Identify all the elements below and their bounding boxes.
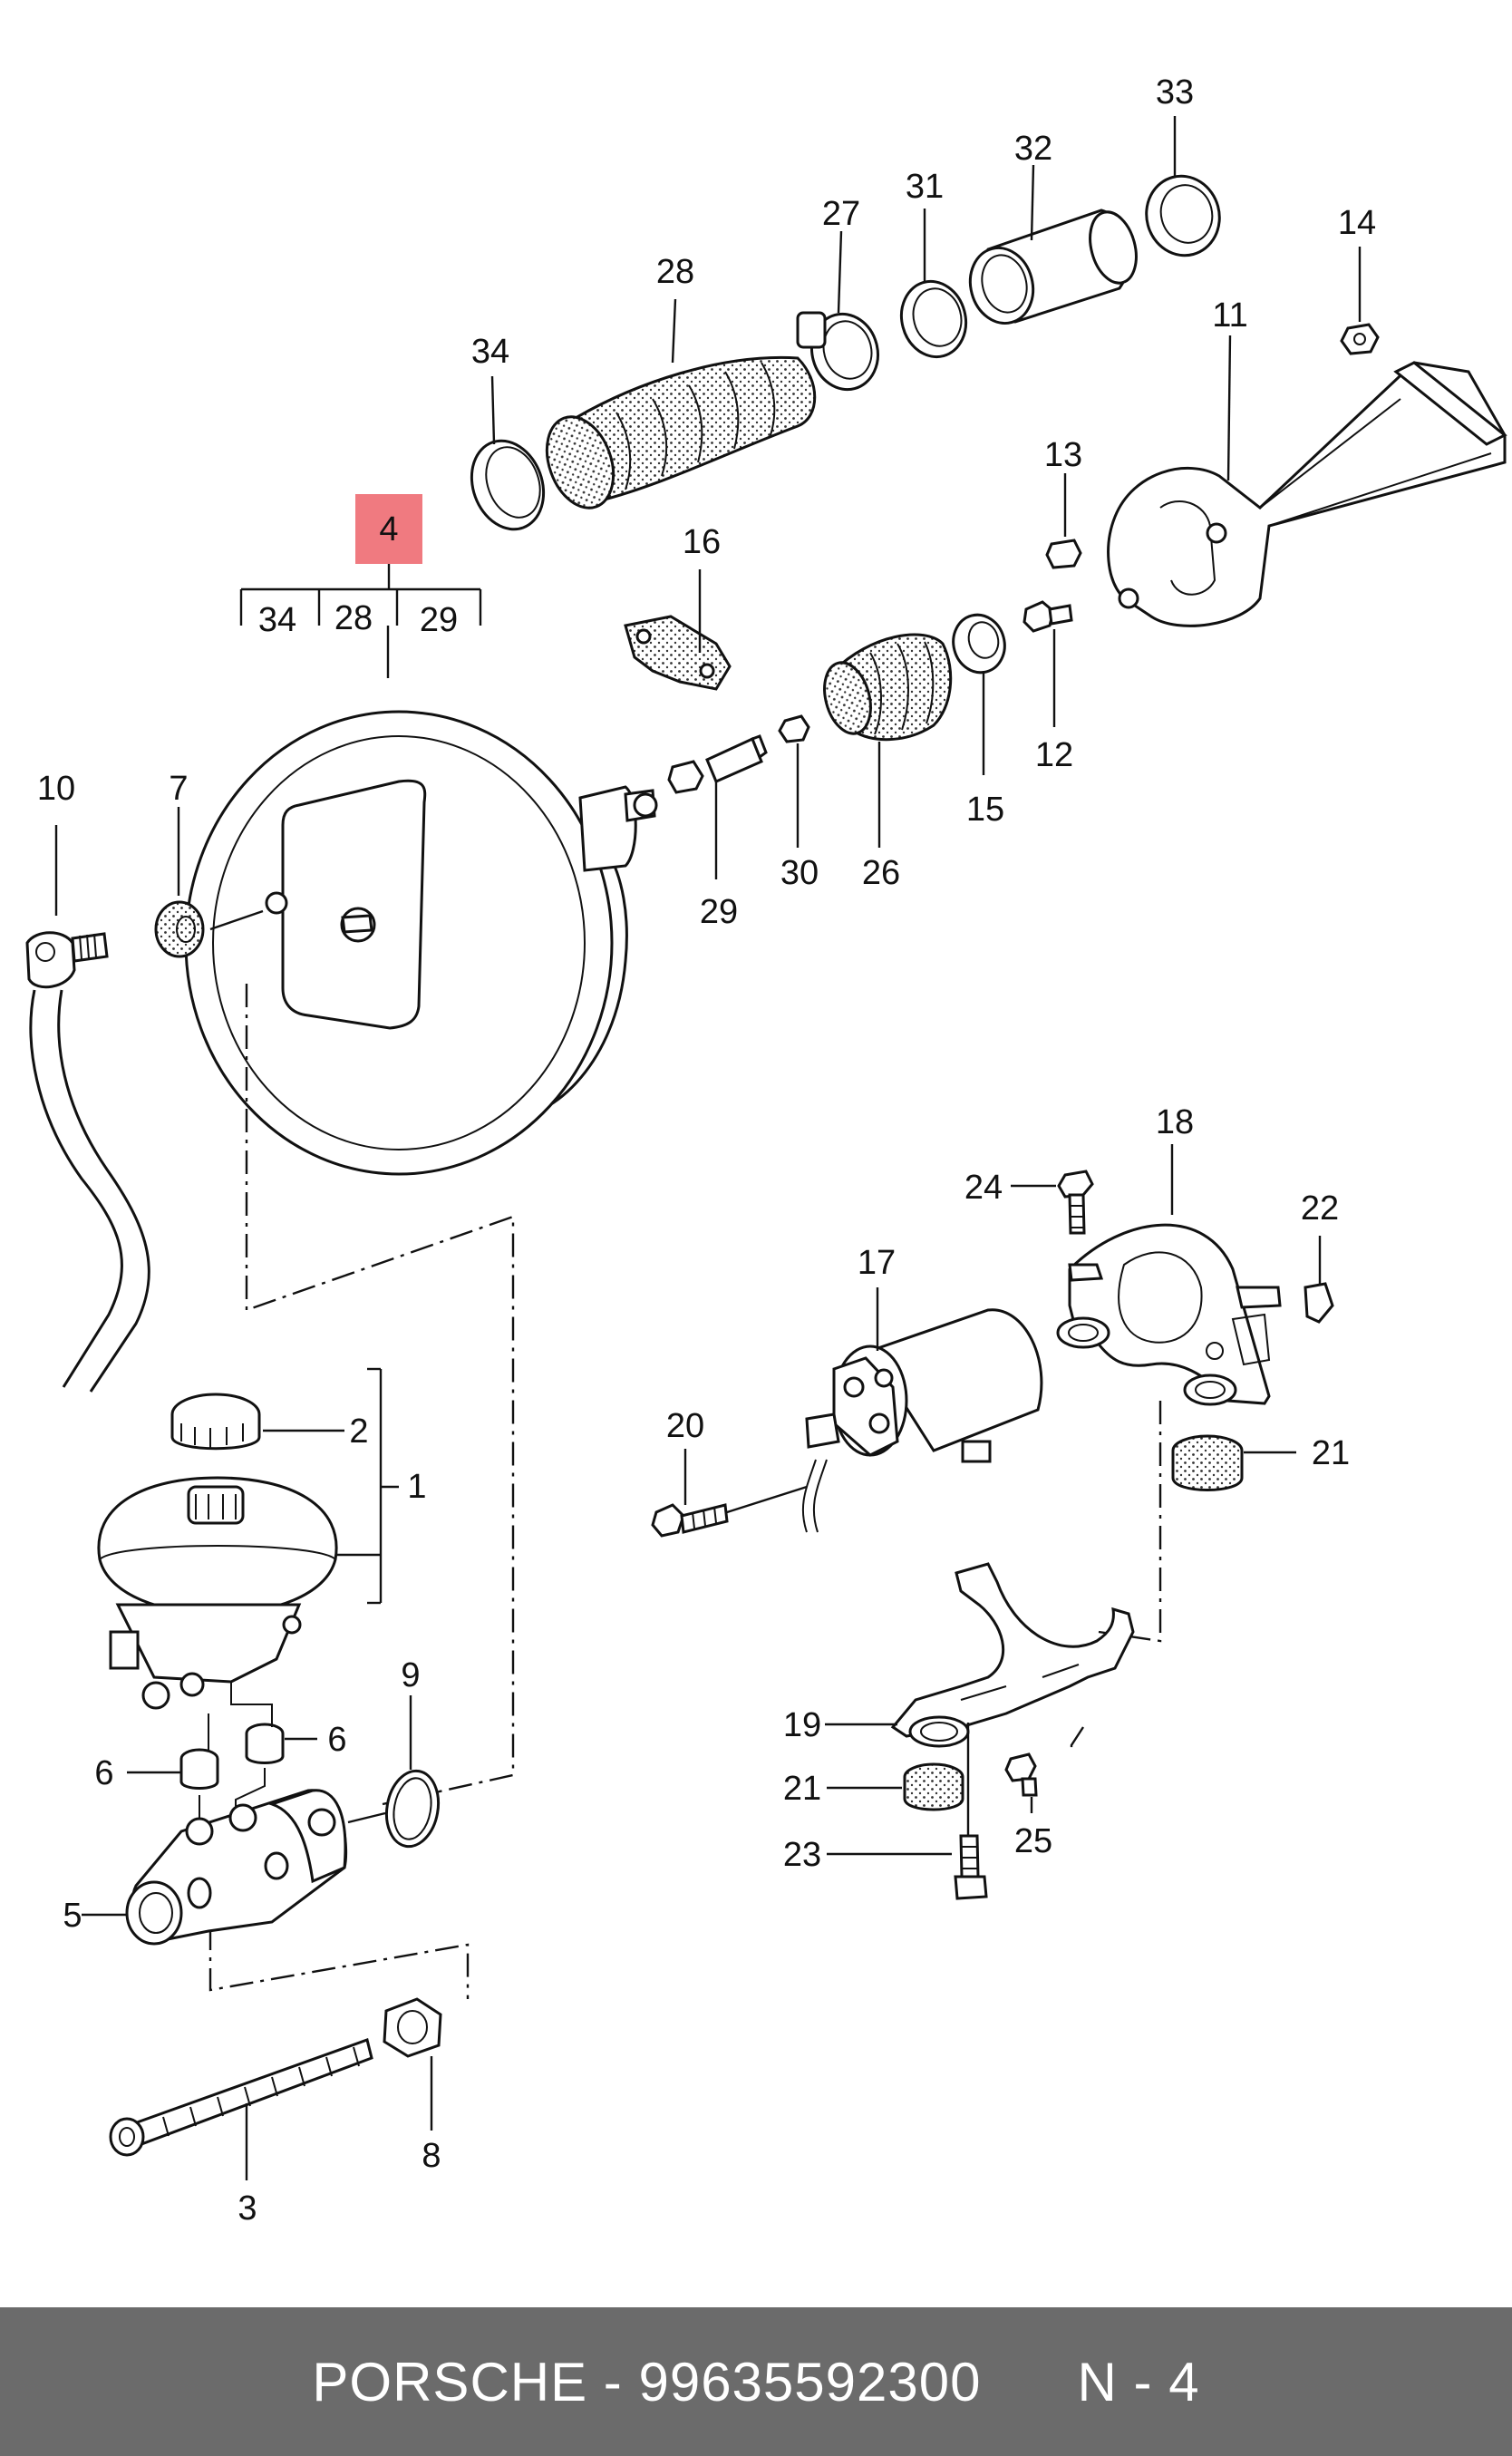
brake-booster	[184, 710, 658, 1176]
seal-6-right: 6	[245, 1721, 347, 1764]
pump-17: 17	[801, 1244, 1043, 1533]
callout-9: 9	[401, 1656, 420, 1694]
callout-27: 27	[822, 195, 860, 233]
callout-25: 25	[1014, 1822, 1052, 1860]
caption-gap	[982, 2352, 1078, 2412]
mount-21-lower: 21	[783, 1762, 964, 1811]
parts-diagram: 4 34 28 29 34 28 27 31	[25, 73, 1507, 2228]
nut-8: 8	[383, 1997, 442, 2175]
callout-20: 20	[666, 1407, 704, 1445]
callout-14: 14	[1338, 204, 1376, 242]
callout-24: 24	[964, 1169, 1003, 1207]
footer-bar: PORSCHE - 99635592300 N - 4	[0, 2307, 1512, 2456]
callout-32: 32	[1014, 130, 1052, 168]
callout-28: 28	[656, 253, 694, 291]
callout-22: 22	[1301, 1189, 1339, 1228]
callout-19: 19	[783, 1706, 821, 1744]
reservoir-cap-2: 2	[170, 1393, 369, 1451]
ring-31: 31	[899, 168, 968, 359]
bolt-24: 24	[964, 1169, 1094, 1235]
callout-26: 26	[862, 854, 900, 892]
callout-29: 29	[700, 893, 738, 931]
callout-23: 23	[783, 1836, 821, 1874]
position-label: N - 4	[1077, 2351, 1200, 2412]
bracket-19: 19	[783, 1562, 1135, 1748]
callout-30: 30	[780, 854, 819, 892]
callout-8: 8	[422, 2137, 441, 2175]
hose-32: 32	[968, 130, 1138, 325]
o-ring-9: 9	[347, 1656, 441, 1849]
callout-15: 15	[966, 791, 1004, 829]
kit-label-34: 34	[258, 601, 296, 639]
callout-12: 12	[1035, 736, 1073, 774]
callout-6a: 6	[94, 1754, 113, 1792]
boot-26: 26	[823, 633, 953, 892]
bolt-3: 3	[109, 2038, 373, 2228]
bolt-12: 12	[1023, 600, 1073, 774]
vacuum-hose-10: 10	[25, 770, 150, 1393]
callout-11: 11	[1212, 296, 1247, 335]
grommet-7: 7	[154, 770, 264, 958]
callout-31: 31	[906, 168, 944, 206]
nut-13: 13	[1044, 436, 1082, 569]
kit-bracket: 4 34 28 29	[239, 494, 482, 678]
callout-2: 2	[349, 1412, 368, 1451]
highlight-box	[355, 494, 422, 564]
clamp-34: 34	[470, 333, 546, 531]
guide-line-booster-cylinder	[245, 984, 515, 1806]
callout-13: 13	[1044, 436, 1082, 474]
callout-1: 1	[407, 1468, 426, 1506]
brand-name: PORSCHE	[312, 2351, 588, 2412]
leader-reservoir-cylinder	[199, 1682, 273, 1822]
bracket-11: 11	[1107, 296, 1507, 627]
callout-34: 34	[471, 333, 509, 371]
callout-6b: 6	[327, 1721, 346, 1759]
clamp-27: 27	[796, 195, 879, 392]
bolt-20: 20	[651, 1407, 808, 1538]
part-number: 99635592300	[638, 2351, 982, 2412]
nut-14: 14	[1338, 204, 1380, 355]
reservoir-1: 1	[97, 1367, 427, 1710]
nut-30: 30	[778, 714, 819, 892]
footer-caption: PORSCHE - 99635592300 N - 4	[312, 2351, 1199, 2413]
grommet-15: 15	[952, 613, 1006, 829]
clip-22: 22	[1301, 1189, 1339, 1324]
bracket-18: 18	[1068, 1103, 1282, 1405]
kit-label-29: 29	[420, 601, 458, 639]
callout-21b: 21	[783, 1770, 821, 1808]
plate-16: 16	[624, 523, 732, 691]
callout-17: 17	[858, 1244, 896, 1282]
pushrod-29: 29	[667, 734, 768, 931]
callout-21a: 21	[1312, 1434, 1350, 1472]
callout-7: 7	[169, 770, 188, 808]
grommet-pair-upper	[1056, 1316, 1237, 1406]
callout-5: 5	[63, 1897, 82, 1935]
callout-4: 4	[379, 510, 398, 548]
callout-10: 10	[37, 770, 75, 808]
callout-18: 18	[1156, 1103, 1194, 1141]
separator: -	[587, 2351, 639, 2412]
kit-label-28: 28	[334, 599, 373, 637]
mount-21-upper: 21	[1171, 1434, 1350, 1491]
bolt-23: 23	[783, 1723, 988, 1900]
guide-line-bolt	[208, 1927, 470, 1999]
boot-28: 28	[545, 253, 817, 510]
callout-33: 33	[1156, 73, 1194, 112]
callout-16: 16	[683, 523, 721, 561]
guide-line-lower-bracket	[1070, 1401, 1162, 1754]
callout-3: 3	[237, 2189, 257, 2228]
bolt-25: 25	[1004, 1752, 1052, 1860]
master-cylinder-5: 5	[63, 1789, 348, 1946]
ring-33: 33	[1145, 73, 1221, 257]
seal-6-left: 6	[94, 1748, 219, 1792]
